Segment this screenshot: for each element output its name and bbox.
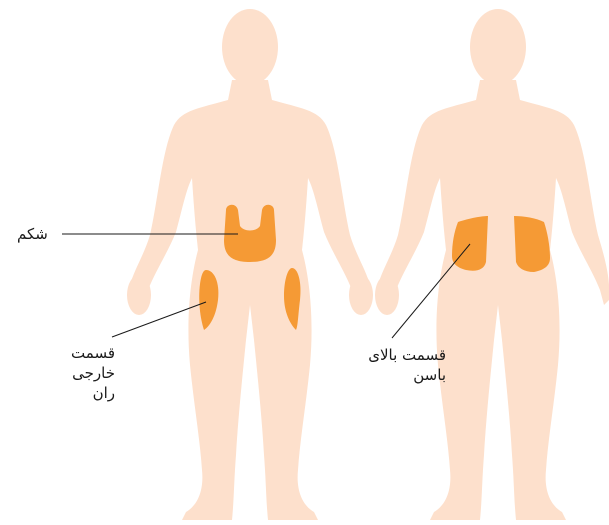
outer-thigh-label-line-1: قسمت: [55, 343, 115, 363]
upper-buttock-site-left: [452, 216, 488, 271]
upper-buttock-site-right: [514, 216, 550, 272]
upper-buttock-label: قسمت بالای باسن: [330, 345, 446, 385]
abdomen-label: شکم: [17, 224, 48, 244]
front-head: [222, 9, 278, 85]
front-left-hand: [127, 275, 151, 315]
back-torso-and-legs: [376, 80, 609, 520]
outer-thigh-label-line-3: ران: [55, 383, 115, 403]
back-head: [470, 9, 526, 85]
front-torso-and-legs: [128, 80, 372, 520]
upper-buttock-label-line-1: قسمت بالای: [330, 345, 446, 365]
outer-thigh-label-line-2: خارجی: [55, 363, 115, 383]
back-left-hand: [375, 275, 399, 315]
outer-thigh-label: قسمت خارجی ران: [55, 343, 115, 403]
front-figure: [127, 9, 373, 520]
upper-buttock-label-line-2: باسن: [330, 365, 446, 385]
back-figure: [375, 9, 609, 520]
front-right-hand: [349, 275, 373, 315]
